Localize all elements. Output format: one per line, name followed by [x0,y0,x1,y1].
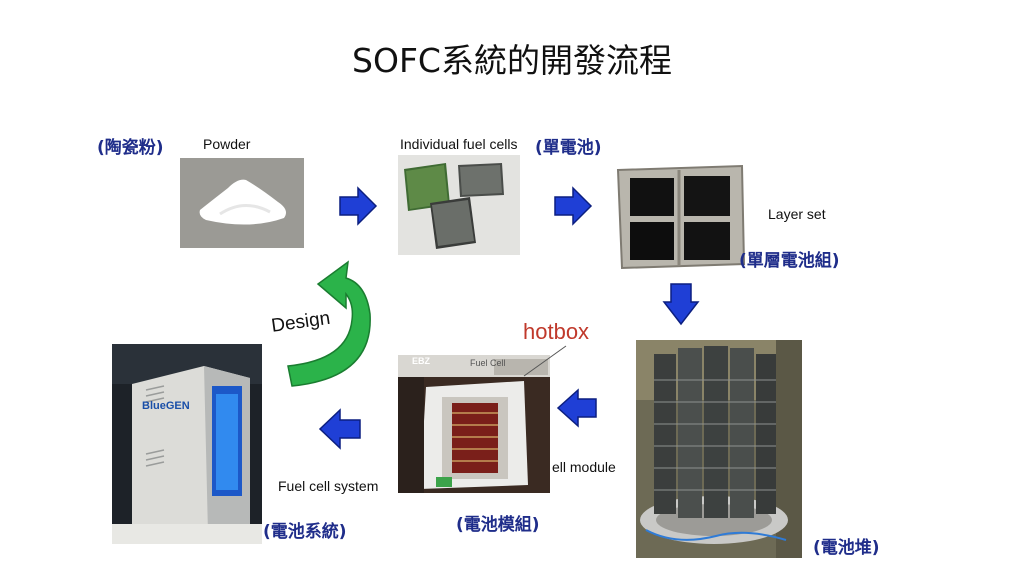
bluegen-logo: BlueGEN [142,400,190,412]
design-cycle-arrow [287,260,371,387]
hotbox-callout: hotbox [523,319,590,344]
arrow-left-2 [318,408,361,450]
powder-cn-label: (陶瓷粉) [97,138,164,158]
cells-en-label: Individual fuel cells [400,136,518,152]
module-sign: Fuel Cell [470,358,506,368]
module-photo [398,355,550,493]
stack-photo [636,340,802,558]
cells-cn-label: (單電池) [535,138,602,158]
arrow-down [662,283,700,326]
layer-en-label: Layer set [768,206,826,222]
page-title: SOFC系統的開發流程 [352,41,672,80]
arrow-left-1 [556,388,597,428]
powder-en-label: Powder [203,136,251,152]
module-cn-label: (電池模組) [456,515,540,535]
arrow-right-1 [339,186,378,226]
arrow-right-2 [554,186,593,226]
powder-photo [180,158,304,248]
fuel-cells-photo [398,155,520,255]
system-cn-label: (電池系統) [263,522,347,542]
ebz-sign: EBZ [412,356,430,366]
stack-cn-label: (電池堆) [813,538,880,558]
layer-set-photo [610,160,748,274]
system-en-label: Fuel cell system [278,478,379,494]
system-photo [112,344,262,544]
hotbox-leader-line [523,345,567,377]
module-en-label: ell module [552,459,616,475]
layer-cn-label: (單層電池組) [739,251,840,271]
